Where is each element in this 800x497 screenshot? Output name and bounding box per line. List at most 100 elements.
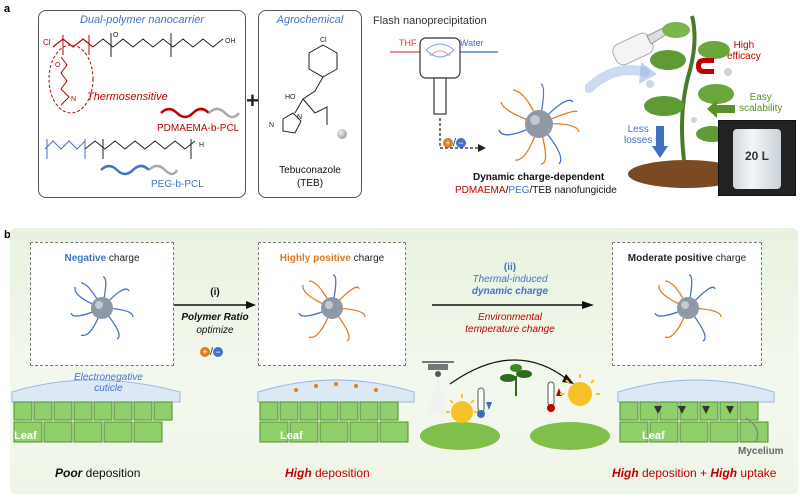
peg-chain-icon bbox=[100, 164, 179, 176]
thf-label: THF bbox=[399, 38, 417, 48]
mixer-diagram bbox=[390, 37, 498, 152]
nanocarrier-title: Dual-polymer nanocarrier bbox=[79, 14, 205, 26]
easy-2: scalability bbox=[739, 103, 783, 114]
poor-b: deposition bbox=[82, 466, 141, 480]
nanoparticle-highly-positive bbox=[298, 274, 366, 342]
charge-toggle-icon: +/− bbox=[443, 137, 467, 149]
step1-arrow bbox=[174, 301, 256, 309]
step2-label: (ii) bbox=[503, 262, 517, 273]
bottle-shape bbox=[733, 129, 781, 189]
nano-peg: PEG bbox=[508, 185, 530, 196]
leaf-label-3: Leaf bbox=[642, 430, 665, 442]
bottle-label: 20 L bbox=[744, 149, 769, 163]
agrochemical-title: Agrochemical bbox=[276, 14, 344, 26]
nanoparticle-a bbox=[498, 83, 580, 165]
peg-structure: H bbox=[44, 139, 204, 159]
svg-text:HO: HO bbox=[285, 94, 296, 101]
weather-scene bbox=[420, 359, 610, 450]
nano-rest: /TEB nanofungicide bbox=[529, 185, 617, 196]
highly-positive-box: Highly positive charge bbox=[258, 242, 406, 366]
mp-rest: charge bbox=[712, 253, 747, 264]
leaf-label-1: Leaf bbox=[14, 430, 37, 442]
step2-arrow bbox=[432, 301, 594, 309]
electro-1: Electronegative bbox=[74, 372, 143, 383]
drone-icon bbox=[422, 361, 454, 377]
temperature-change-label: temperature change bbox=[465, 324, 555, 335]
less-1: Less bbox=[627, 124, 649, 135]
panel-b-letter: b bbox=[4, 229, 11, 241]
nanoparticle-negative bbox=[70, 276, 134, 340]
highly-positive-title: Highly positive charge bbox=[259, 253, 405, 264]
negative-charge-title: Negative charge bbox=[31, 253, 173, 264]
less-2: losses bbox=[624, 135, 653, 146]
high-deposition-caption: High deposition bbox=[285, 466, 370, 480]
high-a: High bbox=[285, 466, 312, 480]
environmental-label: Environmental bbox=[478, 312, 542, 323]
neg-rest: charge bbox=[106, 253, 140, 264]
last-a: High bbox=[612, 466, 639, 480]
thermal-induced-label: Thermal-induced bbox=[472, 274, 548, 285]
peg-pcl-label: PEG-b-PCL bbox=[151, 179, 204, 190]
last-b: deposition + bbox=[638, 466, 711, 480]
pdmaema-chain-icon bbox=[160, 107, 240, 119]
moderate-positive-title: Moderate positive charge bbox=[613, 253, 761, 264]
seedling-icon bbox=[500, 364, 532, 396]
charge-toggle-b-icon: +/− bbox=[200, 346, 224, 358]
teb-abbr: (TEB) bbox=[296, 178, 324, 189]
svg-text:N: N bbox=[71, 96, 76, 103]
bottle-photo: 20 L bbox=[718, 120, 796, 196]
agrochemical-box: Agrochemical Cl HO N N Tebuconazole (TEB… bbox=[258, 10, 362, 198]
svg-text:H: H bbox=[199, 142, 204, 149]
magnet-icon bbox=[696, 58, 714, 74]
svg-text:OH: OH bbox=[225, 38, 236, 45]
charge-dependent-label: Dynamic charge-dependent bbox=[473, 172, 605, 183]
down-arrow-icon bbox=[652, 126, 668, 158]
nanofungicide-label: PDMAEMA/PEG/TEB nanofungicide bbox=[455, 185, 617, 196]
polymer-ratio-label: Polymer Ratio bbox=[181, 312, 249, 323]
easy-1: Easy bbox=[749, 92, 772, 103]
nanocarrier-box: Dual-polymer nanocarrier Cl O OH O N The… bbox=[38, 10, 246, 198]
tebuconazole-structure: Cl HO N N bbox=[269, 37, 338, 134]
negative-charge-box: Negative charge bbox=[30, 242, 174, 366]
poor-a: Poor bbox=[55, 466, 83, 480]
svg-text:O: O bbox=[113, 32, 119, 39]
moderate-positive-box: Moderate positive charge bbox=[612, 242, 762, 366]
pdmaema-pcl-label: PDMAEMA-b-PCL bbox=[157, 123, 240, 134]
leaf-section-1 bbox=[11, 379, 181, 443]
high-b: deposition bbox=[311, 466, 370, 480]
pdmaema-structure: Cl O OH O N bbox=[43, 32, 236, 114]
last-d: uptake bbox=[737, 466, 777, 480]
leaf-section-2 bbox=[257, 379, 415, 443]
dynamic-charge-label: dynamic charge bbox=[471, 286, 549, 297]
plant-illustration bbox=[628, 15, 744, 188]
nano-pdmaema: PDMAEMA bbox=[455, 185, 506, 196]
sprayer-icon bbox=[585, 28, 668, 93]
svg-text:O: O bbox=[55, 62, 61, 69]
teb-name: Tebuconazole bbox=[279, 165, 341, 176]
svg-text:Cl: Cl bbox=[43, 38, 51, 47]
electro-2: cuticle bbox=[94, 383, 123, 394]
step1-label: (i) bbox=[210, 287, 220, 298]
leaf-label-2: Leaf bbox=[280, 430, 303, 442]
poor-deposition-caption: Poor deposition bbox=[55, 466, 140, 480]
mp-word: Moderate positive bbox=[627, 253, 713, 264]
flash-title: Flash nanoprecipitation bbox=[373, 15, 487, 27]
optimize-label: optimize bbox=[196, 325, 234, 336]
leaf-section-3 bbox=[617, 379, 775, 443]
neg-word: Negative bbox=[64, 253, 107, 264]
water-label: Water bbox=[460, 38, 484, 48]
thermosensitive-label: Thermosensitive bbox=[87, 91, 168, 103]
svg-text:Cl: Cl bbox=[320, 37, 327, 44]
teb-particle-icon bbox=[337, 129, 347, 139]
nanoparticle-moderate-positive bbox=[654, 274, 722, 342]
green-arrow-icon bbox=[707, 100, 735, 118]
svg-text:N: N bbox=[297, 114, 302, 121]
panel-a-letter: a bbox=[4, 3, 11, 15]
high-uptake-caption: High deposition + High uptake bbox=[612, 466, 776, 480]
plus-sign: + bbox=[246, 88, 259, 113]
hp-rest: charge bbox=[350, 253, 385, 264]
